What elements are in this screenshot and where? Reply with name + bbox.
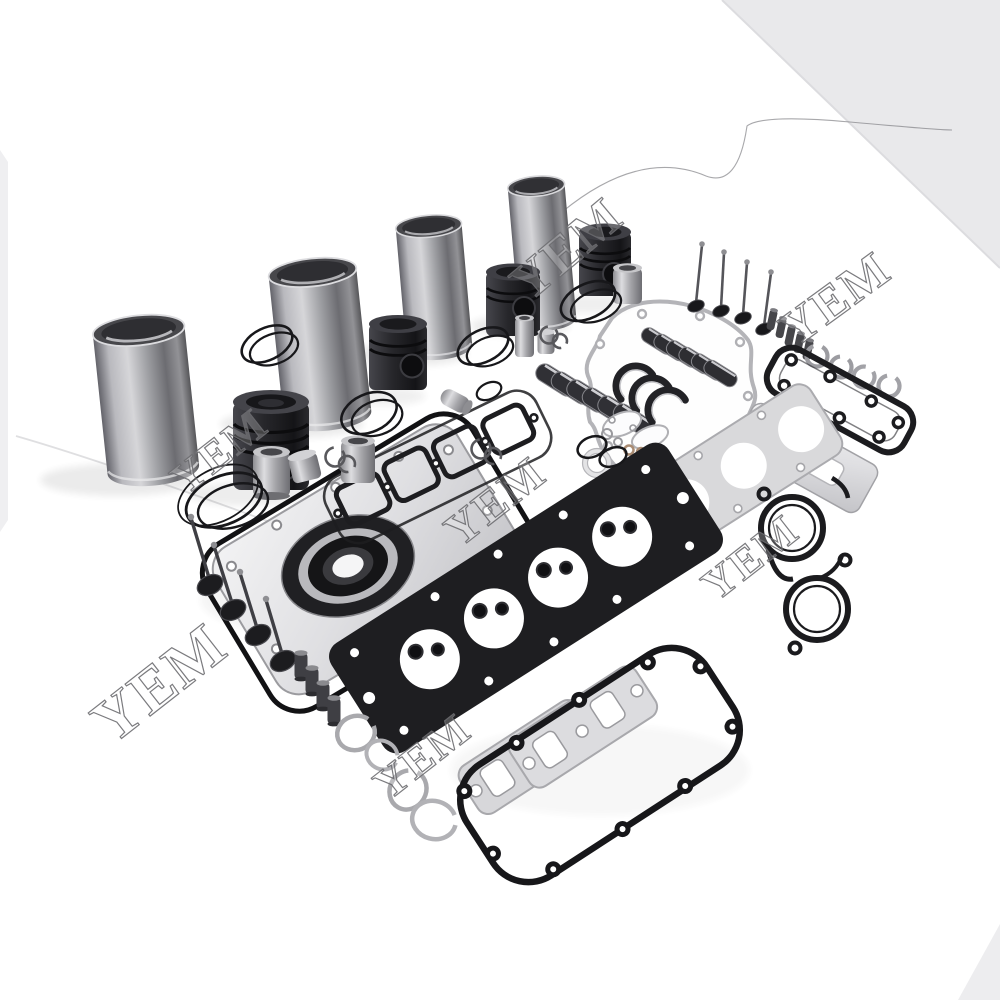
watermark-text: YEM [769,240,901,357]
piston-ring-set [456,326,515,368]
engine-valve [712,249,730,318]
cylinder-head-gasket [329,442,723,754]
piston-ring-set [240,324,300,367]
o-ring [598,445,628,469]
corner-shade-bottom-right [958,924,1000,1000]
piston-pin [515,314,534,357]
rear-main-seal [280,514,416,618]
cylinder-liner [267,256,372,432]
backdrop-left-edge [0,150,8,532]
engine-valve [210,541,247,622]
piston-pin [440,389,473,415]
pin-circlips-top-right [804,343,902,399]
piston-ring-set [559,279,623,324]
piston-pin [253,446,290,500]
engine-valve [734,259,752,325]
watermark-text: YEM [79,610,240,756]
shim-rings [334,713,459,842]
cylinder-liners [92,175,577,487]
valve-cover-gasket [456,644,744,886]
piston-pin [341,435,375,483]
piston-ring-set [177,463,270,530]
engine-valve [687,241,705,313]
piston-pin [613,263,642,304]
valves-top-right [687,241,774,336]
two-ring-cover-gasket [756,476,853,656]
stray-wire [561,118,953,213]
piston-ring-set [340,390,404,438]
wire-clip-pairs [324,325,569,474]
exhaust-manifold-gasket [507,665,659,789]
piston [368,315,428,390]
cylinder-liner [92,313,200,487]
engine-valve [262,595,297,673]
piston-ring-sets [177,279,628,530]
o-ring [475,380,503,402]
tappet-bucket [287,449,322,484]
thrust-washers [612,362,692,434]
o-ring [576,434,608,460]
engine-valve [236,568,272,647]
valves-bottom-left [187,513,297,673]
engine-valve [187,513,224,597]
front-cover-gasket [322,389,553,545]
